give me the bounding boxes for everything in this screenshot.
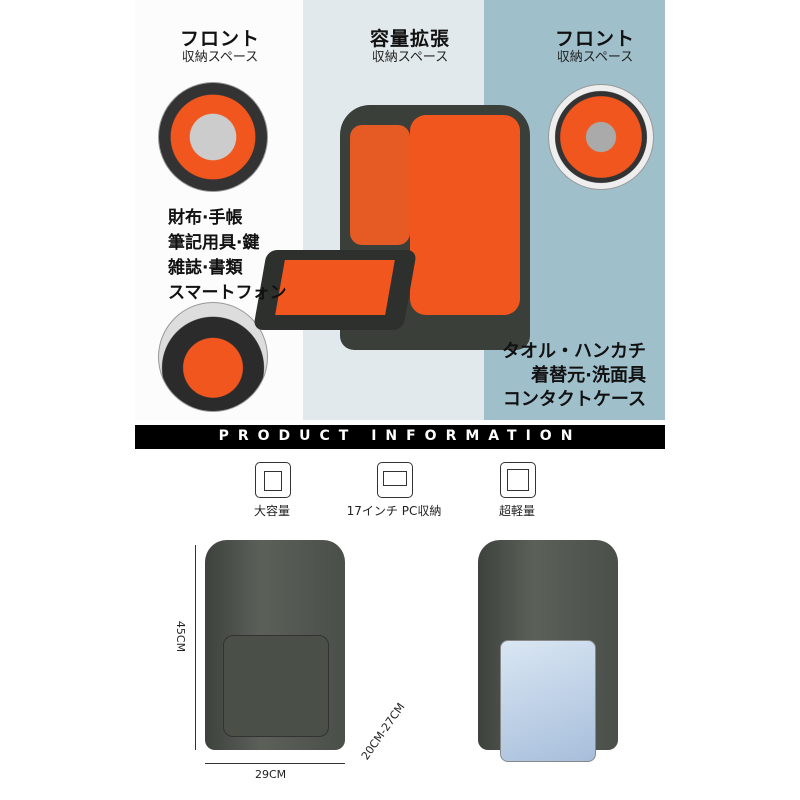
item-label: スマートフォン — [168, 283, 287, 303]
panel-subtitle: 収納スペース — [556, 50, 634, 65]
right-items: タオル・ハンカチ 着替元·洗面具 コンタクトケース — [478, 340, 646, 412]
product-info-banner — [135, 425, 665, 449]
width-dimension: 29CM — [255, 768, 287, 781]
panel-title: フロント — [554, 28, 635, 50]
item-label: タオル・ハンカチ — [502, 341, 646, 362]
item-label: 着替元·洗面具 — [531, 365, 646, 386]
monitor-icon — [377, 462, 413, 498]
item-label: コンタクトケース — [502, 389, 646, 410]
feature-label: 17インチ PC収納 — [346, 504, 442, 518]
left-items: 財布·手帳 筆記用具·鍵 雑誌·書類 スマートフォン — [168, 206, 287, 306]
height-dimension: 45CM — [174, 620, 188, 653]
detail-circle-front — [158, 82, 268, 192]
panel-subtitle: 収納スペース — [371, 50, 449, 65]
scale-icon — [500, 462, 536, 498]
width-line — [205, 763, 345, 764]
open-backpack-image — [252, 95, 550, 350]
item-label: 筆記用具·鍵 — [168, 233, 260, 253]
banner-text: PRODUCT INFORMATION — [218, 428, 582, 444]
feature-label: 超軽量 — [498, 504, 535, 518]
panel-subtitle: 収納スペース — [181, 50, 259, 65]
feature-label: 大容量 — [253, 504, 290, 518]
detail-circle-phone — [548, 84, 654, 190]
detail-circle-lower — [158, 302, 268, 412]
backpack-tablet-image — [478, 540, 618, 762]
panel-title: 容量拡張 — [369, 28, 450, 50]
item-label: 雑誌·書類 — [168, 258, 243, 278]
item-label: 財布·手帳 — [168, 208, 243, 228]
panel-title: フロント — [179, 28, 260, 50]
backpack-front-image — [205, 540, 345, 750]
height-line — [195, 545, 196, 750]
depth-dimension: 20CM-27CM — [358, 700, 408, 763]
capacity-icon — [255, 462, 291, 498]
